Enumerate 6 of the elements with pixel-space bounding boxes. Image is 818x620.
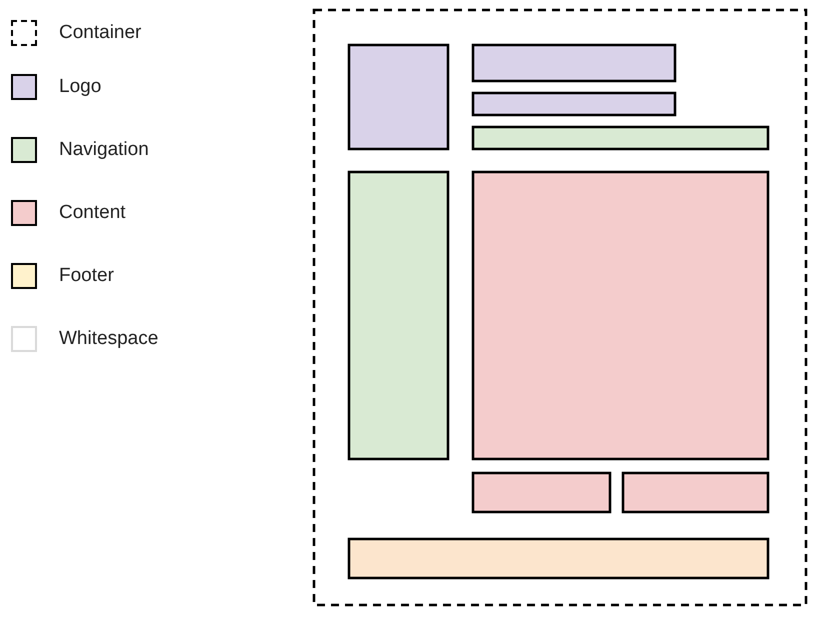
legend-label: Logo bbox=[59, 75, 102, 99]
legend-label: Footer bbox=[59, 264, 114, 288]
legend-label: Container bbox=[59, 21, 142, 45]
legend-label: Content bbox=[59, 201, 126, 225]
legend-label: Whitespace bbox=[59, 327, 158, 351]
legend-label: Navigation bbox=[59, 138, 149, 162]
